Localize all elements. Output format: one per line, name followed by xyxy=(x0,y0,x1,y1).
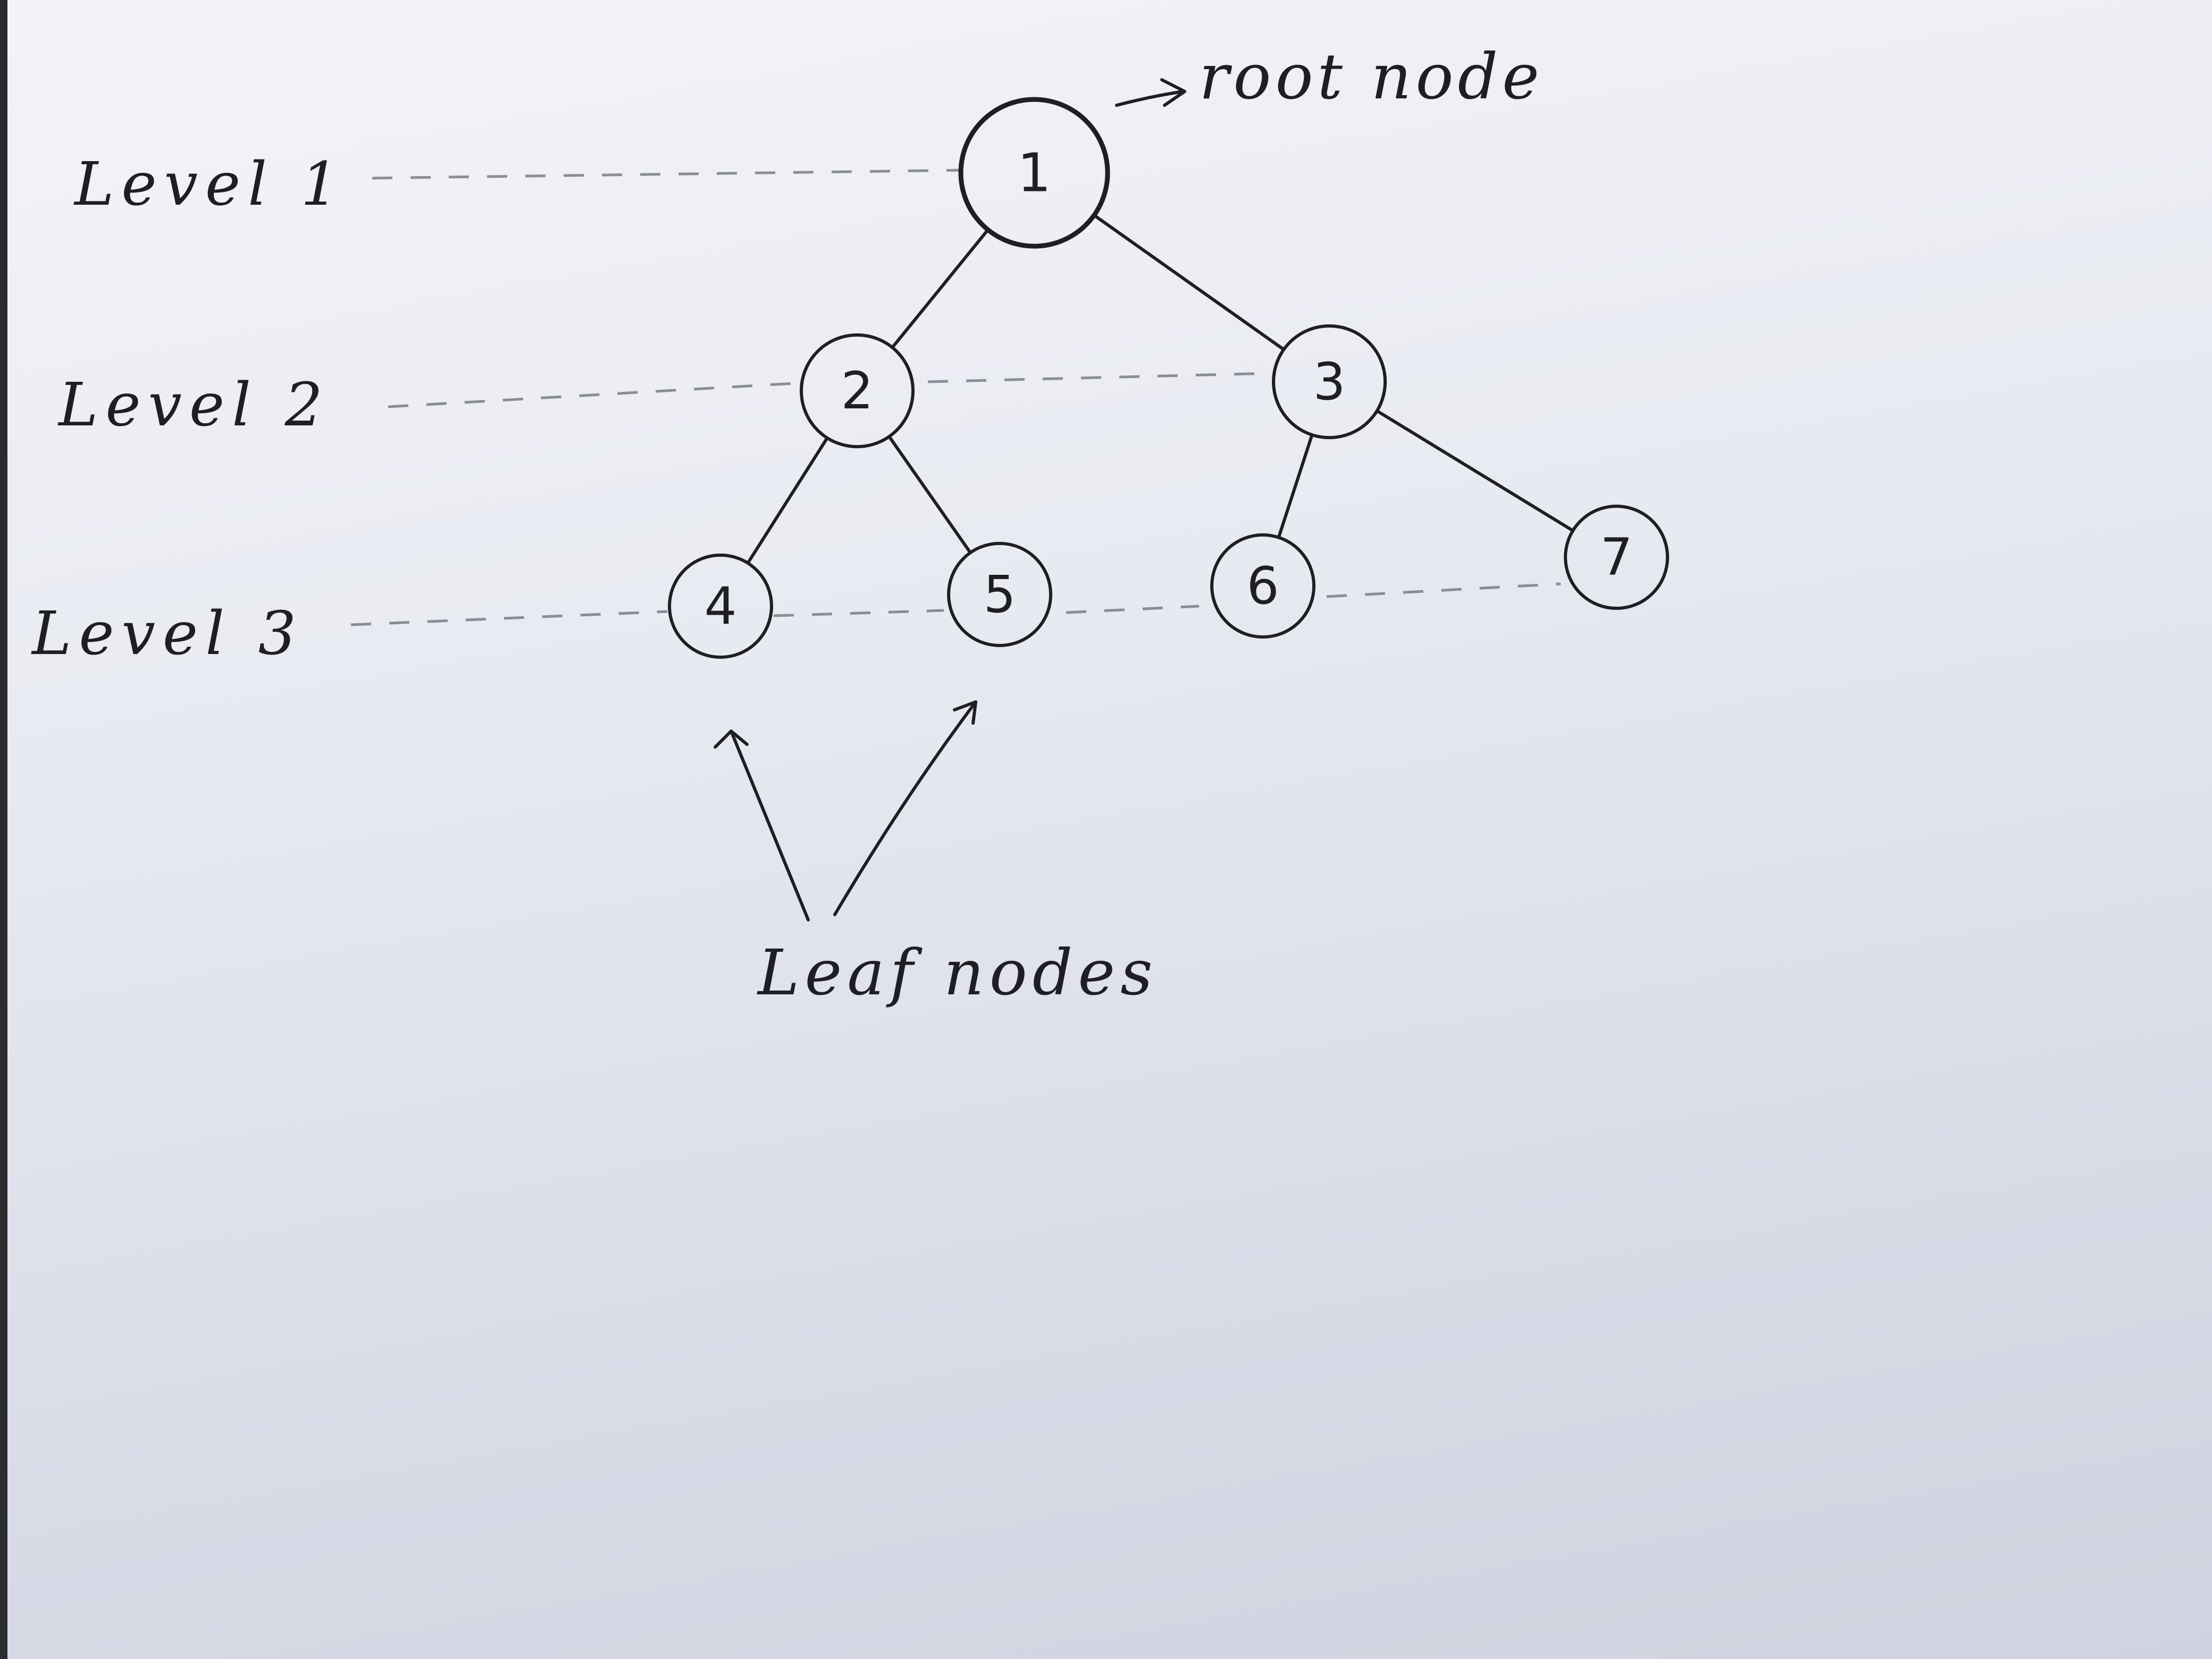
node-circle xyxy=(1210,533,1316,639)
node-value: 7 xyxy=(1600,527,1632,587)
level-2-label: Level 2 xyxy=(57,371,330,440)
edge-1-2 xyxy=(891,228,990,349)
node-circle xyxy=(1564,505,1669,610)
node-value: 4 xyxy=(704,576,736,636)
node-circle xyxy=(947,542,1052,647)
tree-nodes: 1 2 3 4 5 6 7 xyxy=(668,97,1669,659)
node-circle xyxy=(958,97,1110,249)
edge-2-5 xyxy=(887,435,972,555)
level-1-guide xyxy=(372,169,963,180)
edge-1-3 xyxy=(1092,213,1286,351)
level-3-guide-mid2 xyxy=(1066,605,1200,614)
level-guide-lines xyxy=(350,169,1561,626)
tree-node-6: 6 xyxy=(1210,533,1316,639)
node-circle xyxy=(1272,324,1387,439)
root-arrow-icon xyxy=(1115,78,1186,107)
node-value: 3 xyxy=(1313,352,1345,412)
edge-3-7 xyxy=(1375,409,1575,532)
tree-node-2: 2 xyxy=(800,333,915,448)
tree-node-4: 4 xyxy=(668,554,773,659)
node-value: 2 xyxy=(841,361,873,421)
edge-2-4 xyxy=(746,436,829,565)
node-circle xyxy=(668,554,773,659)
node-value: 1 xyxy=(1017,142,1051,204)
node-value: 6 xyxy=(1246,556,1279,616)
edge-3-6 xyxy=(1277,433,1314,539)
leaf-arrows-icon xyxy=(714,700,977,921)
page-edge-shadow xyxy=(0,0,7,1659)
tree-node-7: 7 xyxy=(1564,505,1669,610)
node-value: 5 xyxy=(983,565,1016,624)
level-3-guide xyxy=(350,610,668,626)
level-3-guide-right xyxy=(1326,582,1561,598)
tree-node-3: 3 xyxy=(1272,324,1387,439)
root-node-label: root node xyxy=(1199,40,1544,113)
level-2-guide-right xyxy=(927,372,1271,383)
level-3-guide-mid xyxy=(773,609,944,617)
level-3-label: Level 3 xyxy=(31,599,304,668)
level-1-label: Level 1 xyxy=(73,150,346,219)
leaf-nodes-label: Leaf nodes xyxy=(757,936,1158,1009)
node-circle xyxy=(800,333,915,448)
tree-node-1: 1 xyxy=(958,97,1110,249)
level-2-guide xyxy=(388,381,803,408)
tree-edges xyxy=(746,213,1575,565)
tree-node-5: 5 xyxy=(947,542,1052,647)
